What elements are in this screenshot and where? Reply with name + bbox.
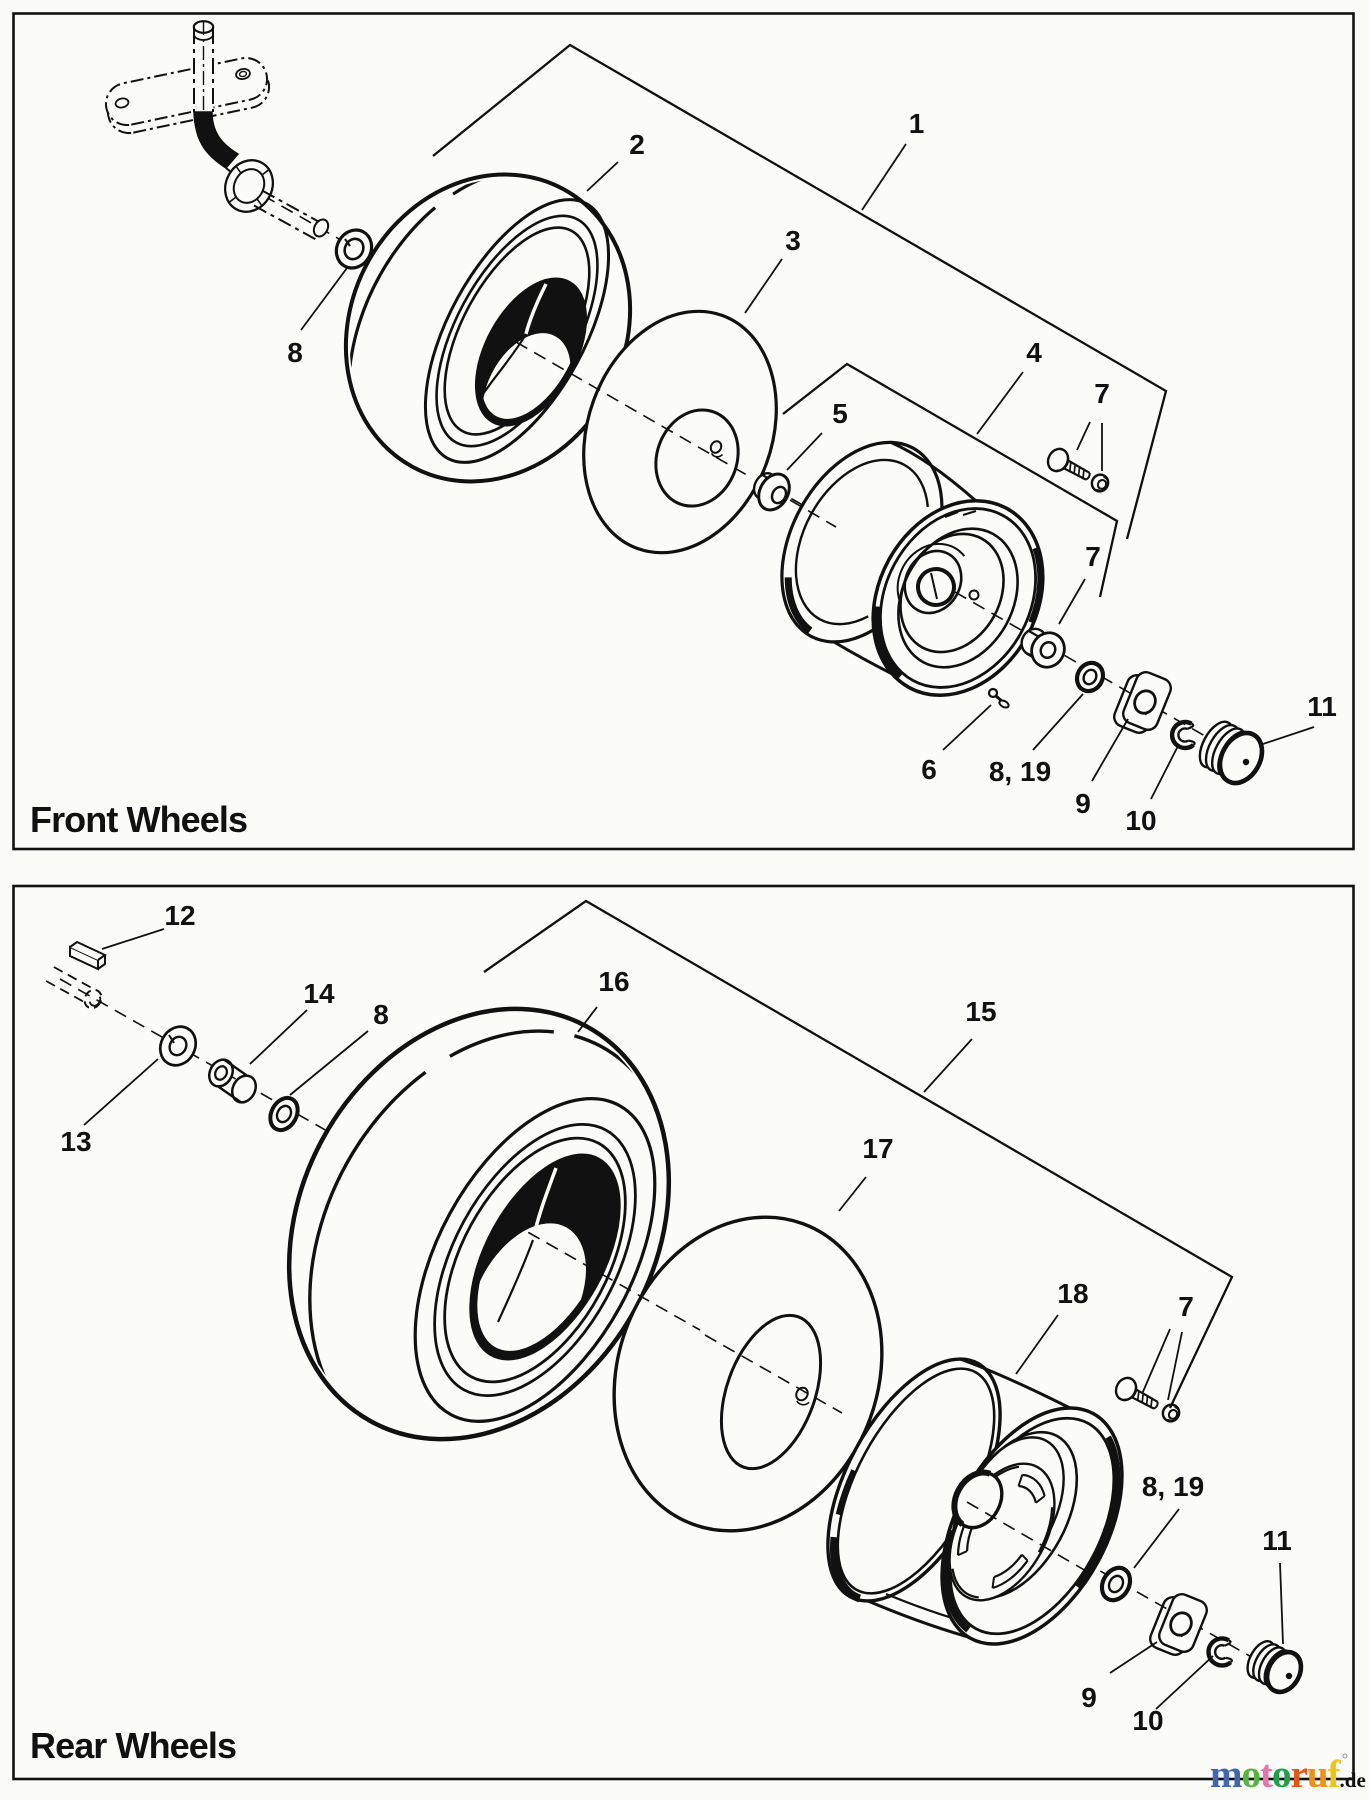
svg-text:1: 1	[909, 108, 925, 139]
svg-text:4: 4	[1026, 337, 1042, 368]
svg-text:6: 6	[921, 754, 937, 785]
svg-text:17: 17	[862, 1133, 893, 1164]
svg-text:motoruf.de: motoruf.de	[1210, 1753, 1366, 1796]
svg-text:8: 8	[287, 337, 303, 368]
svg-text:Rear Wheels: Rear Wheels	[30, 1725, 237, 1766]
svg-text:7: 7	[1085, 541, 1101, 572]
svg-text:5: 5	[832, 398, 848, 429]
svg-text:8, 19: 8, 19	[1142, 1471, 1204, 1502]
svg-text:12: 12	[164, 900, 195, 931]
svg-text:15: 15	[965, 996, 996, 1027]
svg-text:10: 10	[1132, 1705, 1163, 1736]
svg-text:18: 18	[1057, 1278, 1088, 1309]
svg-text:13: 13	[60, 1126, 91, 1157]
svg-text:7: 7	[1178, 1291, 1194, 1322]
svg-text:3: 3	[785, 225, 801, 256]
svg-text:10: 10	[1125, 805, 1156, 836]
svg-text:7: 7	[1094, 378, 1110, 409]
svg-text:9: 9	[1075, 788, 1091, 819]
svg-text:16: 16	[598, 966, 629, 997]
svg-text:11: 11	[1262, 1525, 1292, 1556]
svg-text:8: 8	[373, 999, 389, 1030]
svg-text:8, 19: 8, 19	[989, 756, 1051, 787]
svg-text:Front Wheels: Front Wheels	[30, 799, 248, 840]
svg-text:9: 9	[1081, 1682, 1097, 1713]
svg-text:14: 14	[303, 978, 335, 1009]
svg-text:2: 2	[629, 129, 645, 160]
svg-text:11: 11	[1307, 691, 1337, 722]
